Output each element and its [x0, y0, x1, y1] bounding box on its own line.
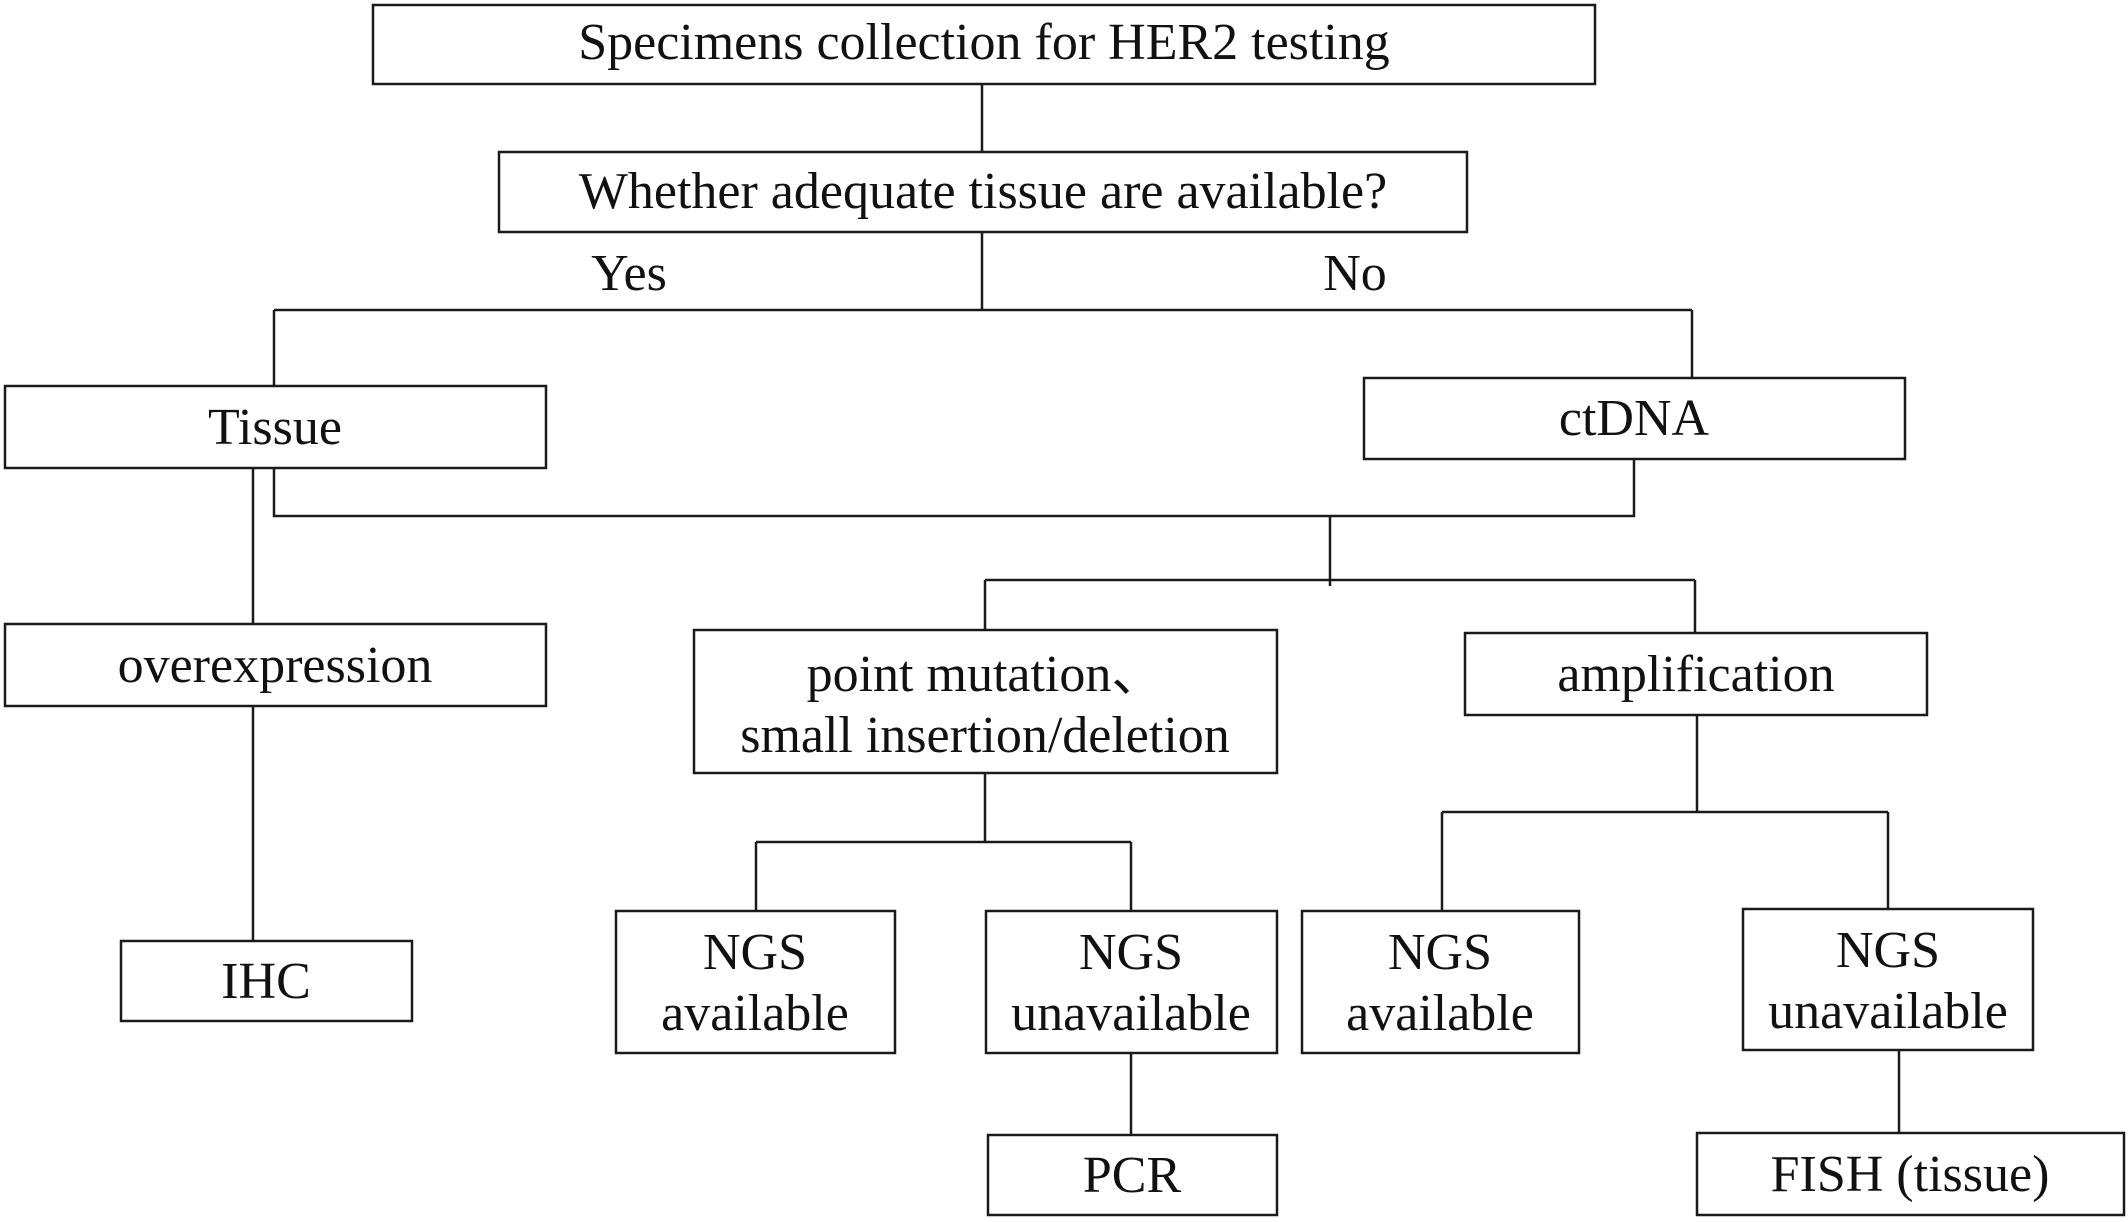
node-question-label: Whether adequate tissue are available?: [579, 163, 1387, 220]
edge-label-yes: Yes: [591, 245, 667, 302]
node-ctdna: ctDNA: [1362, 376, 1907, 461]
connector-mutation-types-split: [983, 578, 1697, 633]
node-question: Whether adequate tissue are available?: [497, 150, 1469, 234]
node-amplification: amplification: [1463, 631, 1929, 717]
connector-point-mutation-to-ngs: [754, 773, 1133, 911]
node-fish-label: FISH (tissue): [1771, 1146, 2050, 1203]
node-pm-ngs-unavailable: NGS unavailable: [984, 909, 1279, 1055]
node-pcr-label: PCR: [1083, 1147, 1182, 1204]
node-amp-ngs-unavailable-label-line2: unavailable: [1768, 983, 2008, 1040]
node-tissue: Tissue: [3, 384, 548, 470]
node-amp-ngs-available-label-line1: NGS: [1388, 924, 1492, 981]
node-ctdna-label: ctDNA: [1559, 390, 1710, 447]
node-fish: FISH (tissue): [1695, 1131, 2126, 1217]
node-point-mutation-label-line2: small insertion/deletion: [740, 707, 1230, 764]
node-overexpression: overexpression: [3, 622, 548, 708]
node-pm-ngs-available-label-line2: available: [661, 985, 849, 1042]
connector-yes-branch-to-tissue: [272, 308, 1694, 386]
node-tissue-label: Tissue: [208, 399, 342, 456]
node-pm-ngs-available: NGS available: [614, 909, 897, 1055]
node-pm-ngs-available-label-line1: NGS: [703, 924, 807, 981]
node-amplification-label: amplification: [1557, 646, 1834, 703]
node-amp-ngs-unavailable: NGS unavailable: [1741, 907, 2035, 1052]
connector-amplification-to-ngs: [1440, 715, 1890, 911]
connector-tissue-ctdna-merge: [272, 459, 1636, 518]
node-point-mutation: point mutation、 small insertion/deletion: [692, 628, 1279, 775]
node-amp-ngs-unavailable-label-line1: NGS: [1836, 922, 1940, 979]
node-ihc-label: IHC: [221, 953, 311, 1010]
node-pm-ngs-unavailable-label-line1: NGS: [1079, 924, 1183, 981]
node-amp-ngs-available-label-line2: available: [1346, 985, 1534, 1042]
node-point-mutation-label-line1: point mutation、: [807, 646, 1164, 703]
connectors: [251, 84, 1901, 1135]
node-amp-ngs-available: NGS available: [1300, 909, 1581, 1055]
node-root-label: Specimens collection for HER2 testing: [578, 14, 1390, 71]
node-pm-ngs-unavailable-label-line2: unavailable: [1011, 985, 1251, 1042]
node-root: Specimens collection for HER2 testing: [371, 3, 1597, 86]
edge-label-no: No: [1323, 245, 1387, 302]
node-ihc: IHC: [119, 939, 414, 1023]
node-pcr: PCR: [986, 1133, 1279, 1217]
node-overexpression-label: overexpression: [118, 637, 433, 694]
